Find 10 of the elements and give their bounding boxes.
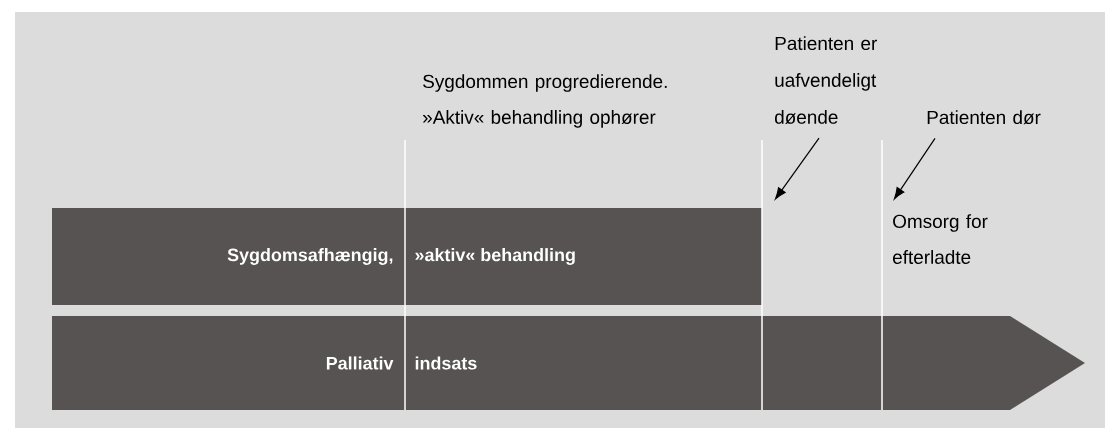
annotation-text: Sygdommen progredierende. »Aktiv« behandling ophører (422, 74, 667, 128)
leader-arrow (774, 137, 820, 200)
node-label: Palliativ (326, 356, 394, 370)
annotation-text: Patienten er uafvendeligt døende (775, 36, 877, 124)
node-label: indsats (415, 356, 477, 370)
leader-arrow (893, 137, 936, 200)
node-label: »aktiv« behandling (415, 248, 575, 265)
node-label: Sygdomsafhængig, (227, 248, 393, 265)
annotation-text: Patienten dør (927, 110, 1041, 125)
annotation-text: Omsorg for efterladte (893, 214, 988, 264)
